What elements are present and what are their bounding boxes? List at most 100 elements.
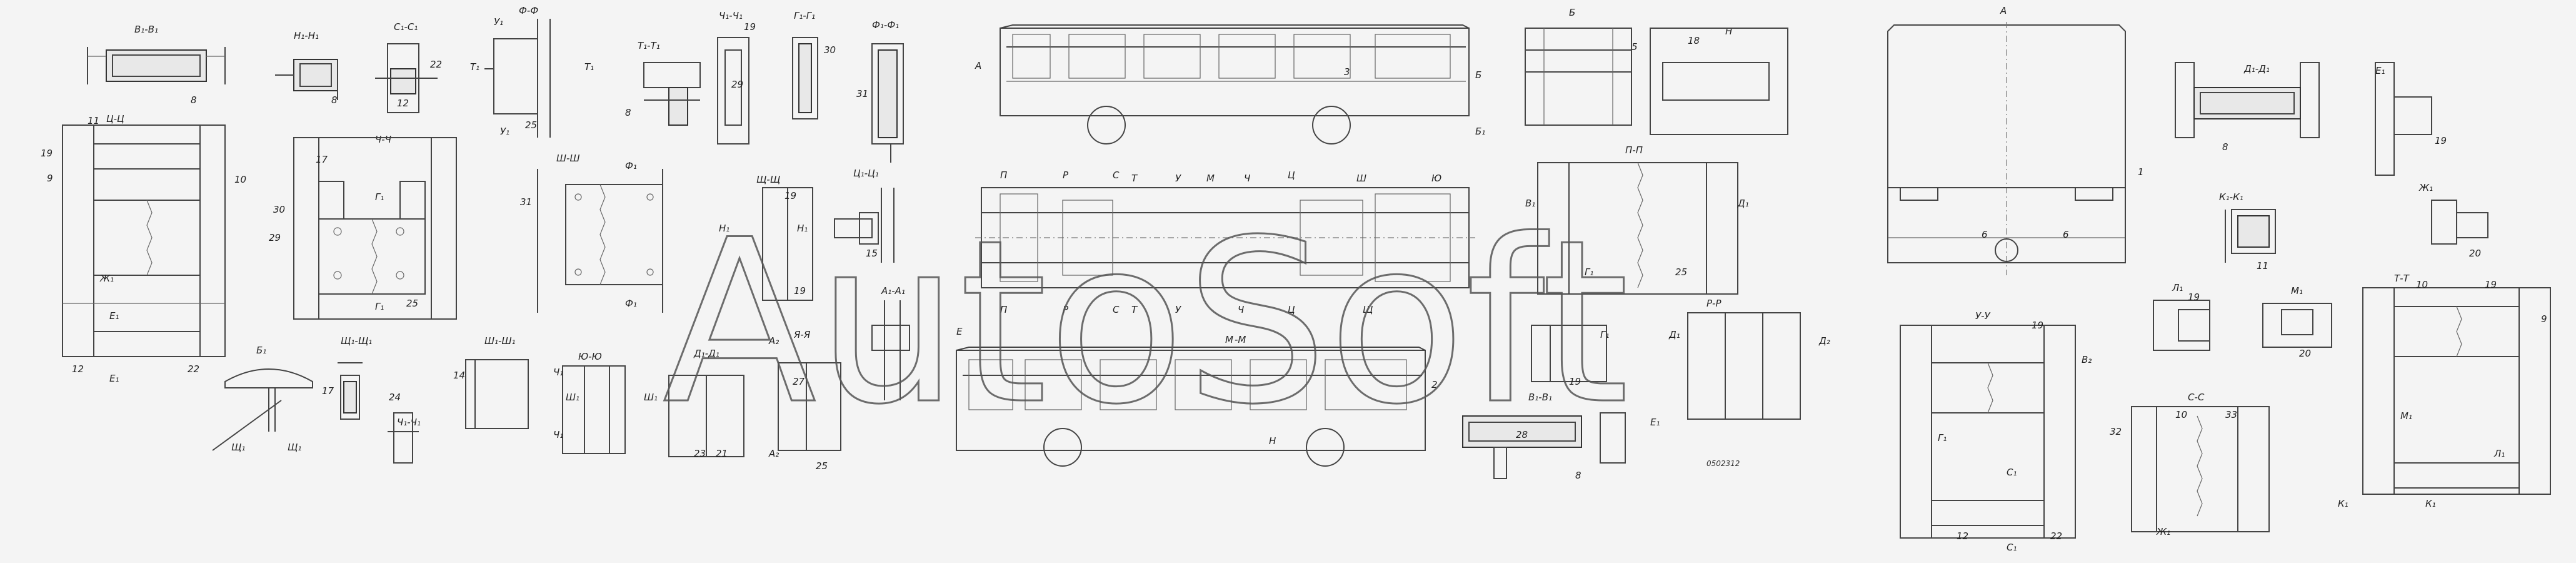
svg-text:У₁: У₁	[500, 126, 509, 137]
view-label: Б	[1569, 7, 1575, 18]
svg-text:Б₁: Б₁	[1475, 126, 1485, 137]
callout-number: 1	[2138, 166, 2144, 178]
callout-number: 9	[2541, 313, 2547, 325]
section-label: С₁-С₁	[394, 21, 418, 33]
svg-text:У: У	[1175, 173, 1181, 184]
svg-text:Т₁: Т₁	[470, 61, 479, 73]
svg-text:С₁: С₁	[2007, 467, 2017, 478]
svg-text:В₂: В₂	[2082, 354, 2092, 365]
section-shch1: Щ₁-Щ₁ 17 24	[322, 335, 401, 420]
svg-text:Ш₁: Ш₁	[644, 392, 658, 403]
section-sh1: Ш₁-Ш₁ 14	[453, 335, 529, 429]
svg-text:Щ: Щ	[1363, 304, 1373, 315]
svg-text:Щ₁: Щ₁	[288, 442, 301, 453]
section-label: М₁	[2291, 285, 2303, 297]
svg-text:Ч₁: Ч₁	[553, 429, 563, 440]
callout-number: 25	[816, 460, 828, 472]
svg-text:Д₁: Д₁	[1668, 329, 1680, 340]
section-label: Ф₁-Ф₁	[872, 19, 899, 31]
svg-text:Н: Н	[1269, 435, 1276, 447]
svg-text:Д₁: Д₁	[1737, 198, 1749, 209]
section-label: Я-Я	[793, 329, 811, 340]
callout-number: 19	[1569, 376, 1581, 387]
section-sh: Ш-Ш Ф₁ Ф₁ 31	[520, 153, 663, 313]
callout-number: 25	[1675, 266, 1687, 278]
bus-plan-view: П Р С Т У М Ч Ц Ш Ю П Р С Т У Ч Ц Щ М -М	[975, 170, 1475, 345]
callout-number: 19	[2188, 292, 2200, 303]
section-g1: Г₁-Г₁ 30	[792, 10, 836, 119]
section-v1: В₁-В₁ 8	[87, 24, 226, 106]
svg-text:Ж₁: Ж₁	[99, 273, 114, 284]
svg-text:С₁: С₁	[2007, 542, 2017, 553]
svg-text:П: П	[1000, 170, 1007, 181]
callout-number: 31	[856, 88, 868, 99]
svg-text:Т: Т	[1131, 173, 1138, 184]
svg-text:Щ₁: Щ₁	[231, 442, 245, 453]
section-label: Д₁-Д₁	[2243, 63, 2270, 74]
svg-text:Б: Б	[1475, 69, 1481, 81]
callout-number: 9	[47, 173, 53, 184]
svg-text:М: М	[1206, 173, 1215, 184]
section-ts: Ц-Ц 11 19 9 10 12 22 Ж₁ Е₁ Е₁	[41, 113, 246, 384]
section-label: В₁-В₁	[1528, 392, 1552, 403]
callout-number: 18	[1688, 35, 1700, 46]
svg-text:Л₁: Л₁	[2493, 448, 2505, 459]
callout-number: 19	[41, 148, 53, 159]
svg-text:Ч₁: Ч₁	[553, 367, 563, 378]
section-v1b: В₁-В₁ 19 28 8	[1462, 325, 1626, 481]
callout-number: 19	[2032, 320, 2043, 331]
callout-number: 12	[397, 98, 409, 109]
callout-number: 8	[625, 107, 631, 118]
section-label: П-П	[1625, 145, 1643, 156]
plan-view-label: М	[1225, 334, 1233, 345]
svg-text:Д₂: Д₂	[1818, 335, 1830, 347]
callout-number: 30	[824, 44, 836, 56]
callout-number: 19	[784, 190, 796, 201]
section-u: У-У Г₁ В₂ С₁ С₁ 19 12 22	[1900, 310, 2092, 553]
view-label: Н	[1725, 26, 1732, 37]
section-label: А₁-А₁	[881, 285, 905, 297]
svg-text:С: С	[1113, 170, 1120, 181]
svg-text:У₁: У₁	[494, 16, 503, 28]
section-label: Б₁	[256, 345, 266, 356]
section-t: Т-Т М₁ Л₁ К₁ К₁ 10 19 9	[2338, 273, 2551, 509]
section-b1: Б₁ Щ₁ Щ₁	[212, 345, 313, 453]
section-ts1: Ц₁-Ц₁ 15	[834, 168, 895, 263]
callout-number: 25	[406, 298, 418, 309]
svg-text:Г₁: Г₁	[375, 301, 384, 312]
section-label: Ц₁-Ц₁	[853, 168, 879, 179]
svg-text:Ж₁: Ж₁	[2156, 526, 2170, 537]
callout-number: 30	[273, 204, 285, 215]
callout-number: 5	[1631, 41, 1638, 53]
section-label: Щ-Щ	[756, 174, 780, 185]
section-r: Р-Р Д₁ Д₂ Г₁ Е₁	[1600, 298, 1830, 428]
section-ch1: Ч₁-Ч₁ 29 19	[717, 10, 756, 145]
section-label: Т₁-Т₁	[638, 40, 660, 51]
svg-text:Е₁: Е₁	[109, 373, 119, 384]
callout-number: 22	[188, 363, 199, 375]
svg-text:У: У	[1175, 304, 1181, 315]
svg-text:Ч: Ч	[1244, 173, 1250, 184]
section-label: В₁-В₁	[134, 24, 158, 35]
view-label: А	[2000, 5, 2007, 16]
callout-number: 19	[2435, 135, 2447, 146]
callout-number: 28	[1516, 429, 1528, 440]
svg-text:Н₁: Н₁	[719, 223, 729, 234]
callout-number: 19	[794, 285, 806, 297]
section-label: С-С	[2188, 392, 2205, 403]
svg-text:Е₁: Е₁	[1650, 417, 1660, 428]
section-label: Р-Р	[1706, 298, 1722, 309]
svg-text:Т₁: Т₁	[584, 61, 594, 73]
callout-number: 32	[2110, 426, 2122, 437]
rear-view: А 1 6 6	[1887, 5, 2144, 275]
callout-number: 10	[234, 174, 246, 185]
callout-number: 33	[2225, 409, 2237, 420]
svg-text:Г₁: Г₁	[1938, 432, 1947, 444]
section-label: Ф-Ф	[519, 5, 538, 16]
section-label: Щ₁-Щ₁	[341, 335, 372, 347]
section-ch: Ч-Ч Г₁ Г₁ 17 30 29 25	[269, 134, 457, 320]
section-p: П-П В₁ Г₁ Д₁ 25	[1525, 145, 1749, 295]
callout-number: 8	[331, 94, 338, 106]
